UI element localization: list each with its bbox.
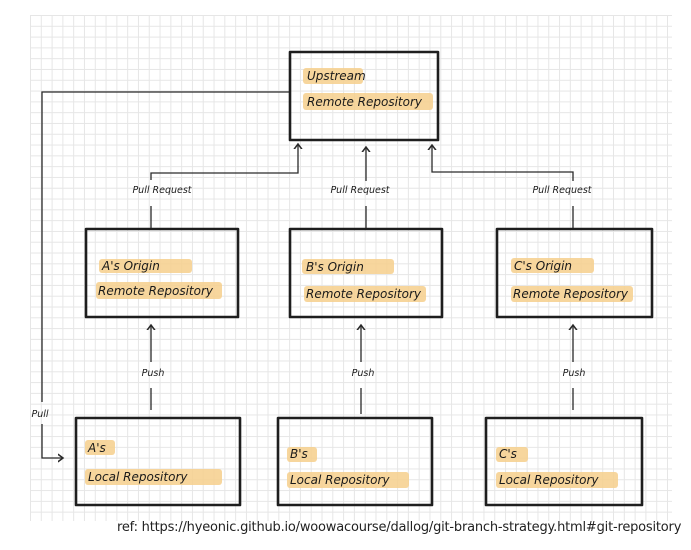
local-b-label-1: B's [290, 447, 308, 461]
local-node-c: C's Local Repository [484, 416, 644, 507]
local-c-highlight-2 [496, 472, 618, 488]
pull-line-upper [41, 91, 289, 402]
pull-request-a-arrow [150, 144, 298, 180]
push-b-label: Push [352, 368, 375, 379]
pull-arrow [41, 424, 63, 458]
local-c-box [484, 416, 644, 507]
local-a-label-1: A's [87, 441, 106, 455]
origin-a-box [84, 227, 240, 319]
upstream-box [288, 50, 440, 142]
local-node-b: B's Local Repository [276, 416, 434, 507]
origin-node-b: B's Origin Remote Repository [288, 227, 444, 319]
local-b-box [276, 416, 434, 507]
local-c-label-2: Local Repository [499, 473, 599, 487]
pull-label: Pull [31, 409, 48, 420]
pull-request-a-label: Pull Request [132, 185, 192, 196]
local-c-highlight-1 [496, 447, 528, 462]
local-a-label-2: Local Repository [88, 470, 188, 484]
origin-c-highlight-2 [511, 286, 633, 302]
upstream-highlight-2 [303, 93, 433, 110]
origin-c-label-2: Remote Repository [513, 287, 629, 301]
local-c-label-1: C's [499, 447, 517, 461]
upstream-node: Upstream Remote Repository [288, 50, 440, 142]
origin-b-label-1: B's Origin [306, 260, 364, 274]
origin-b-label-2: Remote Repository [306, 287, 422, 301]
local-b-highlight-1 [287, 447, 317, 462]
pull-request-b-label: Pull Request [330, 185, 390, 196]
origin-b-highlight-2 [304, 286, 426, 302]
origin-c-label-1: C's Origin [514, 259, 572, 273]
upstream-highlight-1 [303, 68, 363, 84]
origin-a-label-2: Remote Repository [98, 284, 214, 298]
origin-a-highlight-1 [99, 259, 192, 273]
local-b-label-2: Local Repository [290, 473, 390, 487]
local-b-highlight-2 [287, 472, 409, 488]
origin-a-highlight-2 [96, 282, 222, 299]
origin-b-box [288, 227, 444, 319]
local-a-highlight-1 [85, 440, 115, 455]
origin-c-highlight-1 [511, 258, 594, 273]
local-a-box [74, 416, 242, 507]
local-node-a: A's Local Repository [74, 416, 242, 507]
origin-node-c: C's Origin Remote Repository [495, 227, 654, 319]
origin-node-a: A's Origin Remote Repository [84, 227, 240, 319]
push-a-label: Push [142, 368, 165, 379]
push-c-label: Push [563, 368, 586, 379]
origin-b-highlight-1 [302, 259, 394, 274]
local-a-highlight-2 [85, 469, 222, 485]
origin-c-box [495, 227, 654, 319]
upstream-label-1: Upstream [307, 69, 366, 83]
reference-link[interactable]: ref: https://hyeonic.github.io/woowacour… [117, 520, 682, 535]
upstream-label-2: Remote Repository [307, 95, 423, 109]
pull-request-c-arrow [432, 145, 574, 181]
origin-a-label-1: A's Origin [101, 259, 160, 273]
pull-request-c-label: Pull Request [532, 185, 592, 196]
